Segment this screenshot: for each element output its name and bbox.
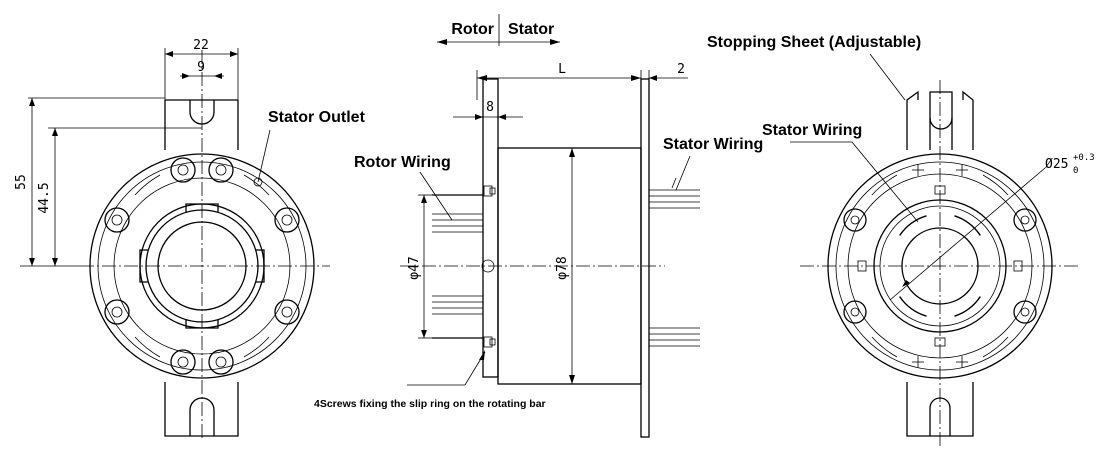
dim-9: 9: [197, 60, 205, 75]
label-stopping-sheet: Stopping Sheet (Adjustable): [707, 34, 921, 51]
dim-L: L: [558, 62, 566, 77]
label-stator-wiring-side: Stator Wiring: [663, 136, 763, 153]
left-view: 22 9 55 44.5 Stator Outlet: [14, 38, 366, 440]
label-rotor-wiring: Rotor Wiring: [354, 154, 451, 171]
dim-bore-tol-lower: 0: [1073, 166, 1078, 176]
dim-bore: Ø25: [1045, 157, 1068, 172]
dim-bore-tol-upper: +0.3: [1073, 153, 1095, 163]
dim-2: 2: [677, 62, 685, 77]
dim-phi78: φ78: [555, 256, 570, 279]
label-stator: Stator: [508, 21, 554, 38]
side-view: Rotor Stator: [314, 14, 763, 438]
note-screws: 4Screws fixing the slip ring on the rota…: [314, 398, 546, 410]
label-rotor: Rotor: [451, 21, 494, 38]
dim-44-5: 44.5: [37, 182, 52, 213]
dim-22: 22: [193, 38, 209, 53]
dim-phi47: φ47: [407, 256, 422, 279]
label-stator-wiring-front: Stator Wiring: [762, 122, 862, 139]
dim-55: 55: [14, 174, 29, 190]
dim-8: 8: [486, 100, 494, 115]
label-stator-outlet: Stator Outlet: [268, 109, 366, 126]
right-view: Ø25 +0.3 0 Stopping Sheet (Adjustable) S…: [707, 34, 1095, 448]
